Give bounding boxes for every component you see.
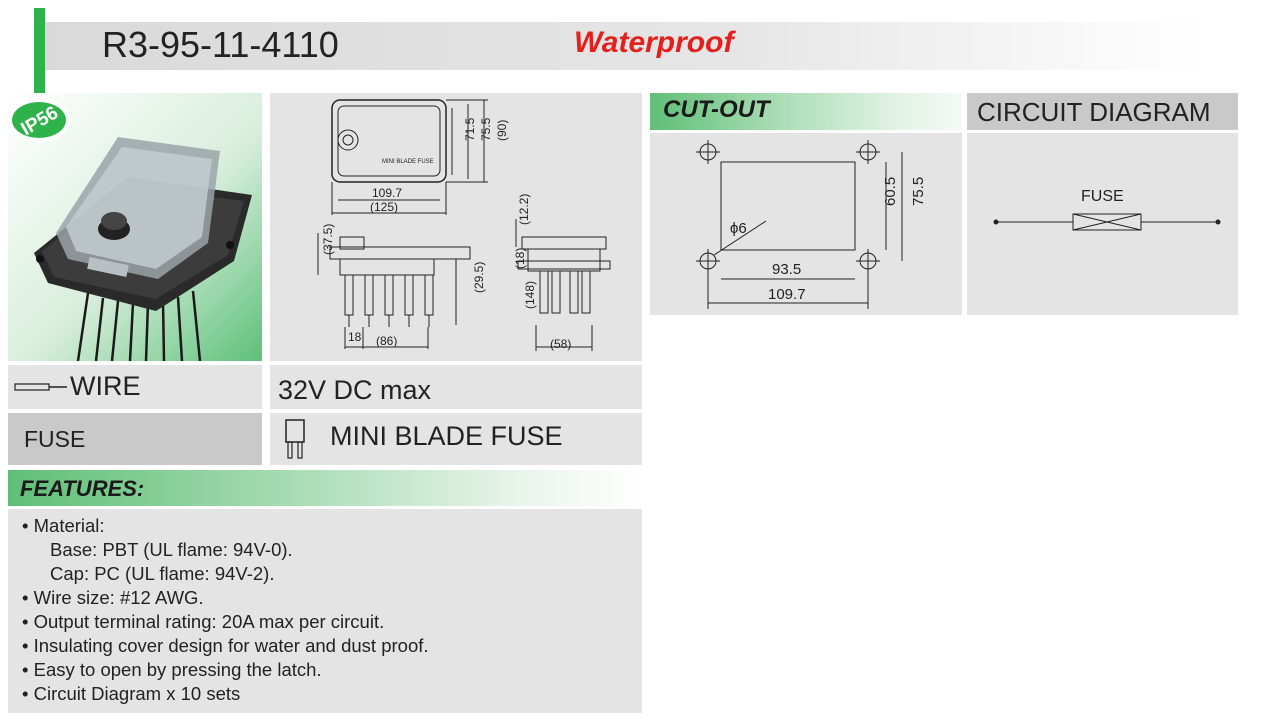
dimension-label: 75.5 <box>910 177 927 206</box>
dimension-label: (86) <box>376 334 397 348</box>
wire-icon <box>14 383 67 391</box>
dimension-label: 71.5 <box>463 117 477 141</box>
wire-spec-cell: WIRE <box>8 365 262 409</box>
dimension-label: (29.5) <box>472 262 486 293</box>
fuse-label: FUSE <box>24 426 86 452</box>
cutout-drawing: ϕ6 60.5 75.5 93.5 109.7 <box>650 133 962 315</box>
ip56-badge: IP56 <box>4 94 74 146</box>
dimension-label: (90) <box>495 120 509 141</box>
features-title: FEATURES: <box>20 476 145 501</box>
hole-diameter-label: ϕ6 <box>730 220 747 237</box>
fuse-type-cell: MINI BLADE FUSE <box>270 413 642 465</box>
dimension-drawing: MINI BLADE FUSE 71.5 75.5 (90) 109.7 (12… <box>270 93 642 361</box>
features-list: • Material: Base: PBT (UL flame: 94V-0).… <box>8 509 642 713</box>
dimension-label: 109.7 <box>768 286 806 303</box>
plate-label: MINI BLADE FUSE <box>382 159 434 165</box>
fuse-label-cell: FUSE <box>8 413 262 465</box>
feature-item: • Circuit Diagram x 10 sets <box>22 683 241 704</box>
dimension-label: (37.5) <box>321 224 335 255</box>
header-accent-bar <box>34 8 45 94</box>
mini-blade-fuse-icon <box>285 419 305 459</box>
dimension-label: (125) <box>370 200 398 214</box>
cutout-title: CUT-OUT <box>663 96 770 123</box>
dimension-label: 109.7 <box>372 186 402 200</box>
feature-item: • Insulating cover design for water and … <box>22 635 429 656</box>
dimension-label: 60.5 <box>882 177 899 206</box>
feature-item: • Material: <box>22 515 105 536</box>
voltage-spec-cell: 32V DC max <box>270 365 642 409</box>
voltage-rating: 32V DC max <box>278 375 432 405</box>
circuit-header <box>967 93 1238 130</box>
feature-item: • Output terminal rating: 20A max per ci… <box>22 611 385 632</box>
dimension-label: 75.5 <box>479 117 493 141</box>
feature-item: • Wire size: #12 AWG. <box>22 587 204 608</box>
dimension-label: (148) <box>523 281 537 309</box>
cutout-header <box>650 93 962 130</box>
feature-item: • Easy to open by pressing the latch. <box>22 659 322 680</box>
dimension-label: (18) <box>513 248 527 269</box>
waterproof-tag: Waterproof <box>574 26 734 59</box>
dimension-label: 18 <box>348 330 362 344</box>
wire-label: WIRE <box>70 371 141 401</box>
features-header <box>8 470 642 506</box>
fuse-type: MINI BLADE FUSE <box>330 421 563 451</box>
fuse-symbol-label: FUSE <box>1081 188 1124 205</box>
model-number: R3-95-11-4110 <box>102 24 339 65</box>
dimension-label: 93.5 <box>772 261 801 278</box>
feature-item: Cap: PC (UL flame: 94V-2). <box>50 563 275 584</box>
header-bar <box>36 22 1206 70</box>
dimension-label: (58) <box>550 337 571 351</box>
circuit-title: CIRCUIT DIAGRAM <box>977 97 1211 127</box>
feature-item: Base: PBT (UL flame: 94V-0). <box>50 539 293 560</box>
dimension-label: (12.2) <box>517 194 531 225</box>
circuit-diagram: FUSE <box>967 133 1238 315</box>
